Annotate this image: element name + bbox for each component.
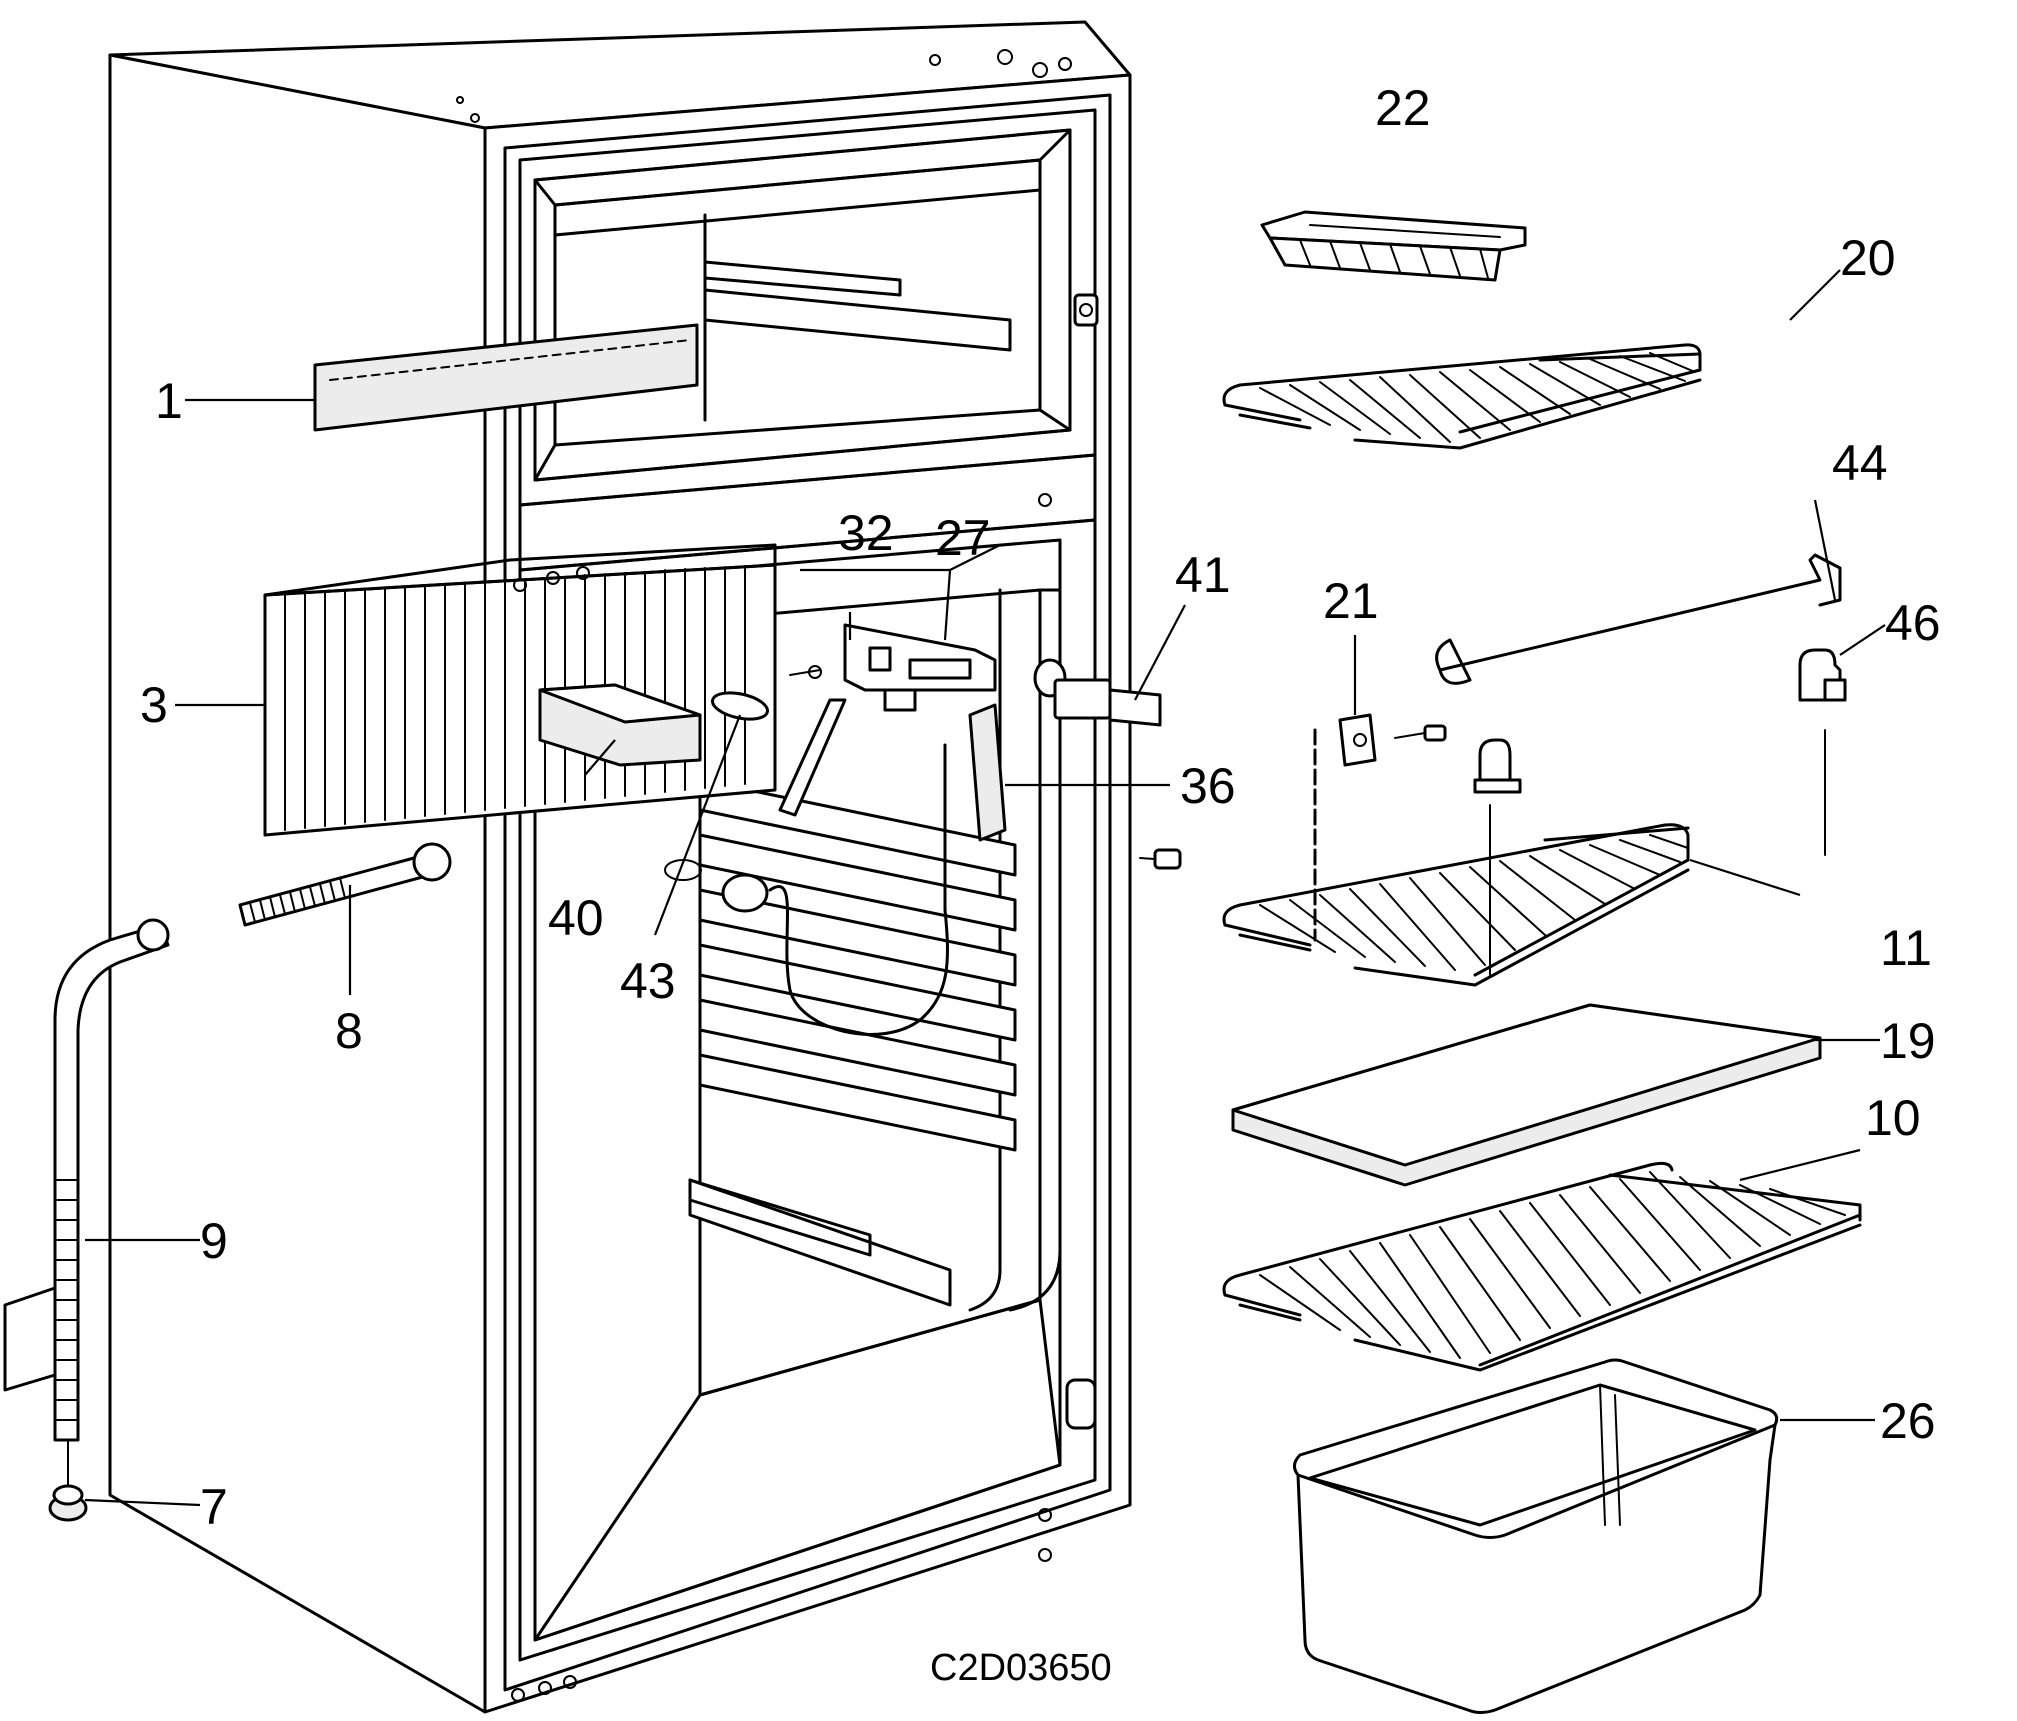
shelf-rails [688,778,1017,1307]
callout-19: 19 [1880,1013,1936,1069]
shelf-clip [1473,738,1522,794]
callout-8: 8 [335,1003,363,1059]
part-21-support [1313,713,1447,942]
part-40-lamp-housing [538,683,702,767]
part-9-hinge-bar [3,918,170,1442]
callout-11: 11 [1880,920,1932,976]
callout-21: 21 [1323,573,1379,629]
callout-9: 9 [200,1213,228,1269]
drawing-code: C2D03650 [930,1647,1112,1689]
callout-46: 46 [1885,595,1941,651]
callout-32: 32 [838,505,894,561]
part-22-ice-tray [1260,210,1527,282]
callout-44: 44 [1832,435,1888,491]
callout-1: 1 [155,373,183,429]
fresh-food-compartment [511,518,1097,1702]
callout-43: 43 [620,953,676,1009]
callout-27: 27 [935,510,991,566]
part-19-glass-shelf [1231,1003,1822,1187]
wiring [664,743,949,1036]
callout-41: 41 [1175,547,1231,603]
callout-36: 36 [1180,758,1236,814]
part-43-lamp [710,691,770,721]
part-41-switch [1033,658,1162,727]
callout-20: 20 [1840,230,1896,286]
callout-26: 26 [1880,1393,1936,1449]
callout-40: 40 [548,890,604,946]
part-26-crisper [1293,1358,1779,1714]
part-10-wire-shelf [1222,1161,1862,1372]
part-11-wire-shelf [1222,729,1826,987]
part-3-condenser [263,543,777,837]
callout-22: 22 [1375,80,1431,136]
part-7-foot [48,1439,88,1522]
part-44-rod [1435,553,1842,685]
part-8-hinge-pin [238,842,452,927]
part-1-plate [313,323,699,432]
cabinet [108,20,1132,1714]
part-20-wire-shelf [1222,343,1702,450]
callout-labels: 1 3 8 9 7 40 43 32 27 41 36 22 20 44 21 … [140,80,1941,1689]
callout-3: 3 [140,677,168,733]
callout-7: 7 [200,1479,228,1535]
part-27-thermostat [789,623,997,712]
screw [1139,848,1182,870]
leader-lines [84,269,1886,1507]
part-36-cover [778,698,1007,842]
part-46-clip [1798,648,1847,702]
callout-10: 10 [1865,1090,1921,1146]
